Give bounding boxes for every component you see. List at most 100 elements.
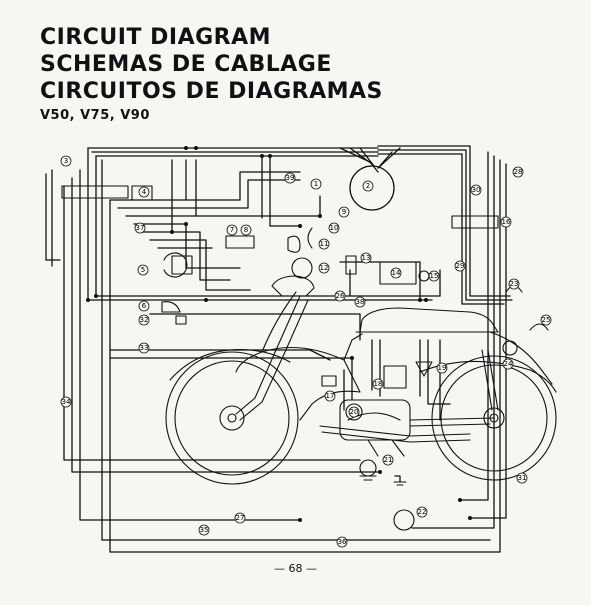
callout-21: 21 — [382, 454, 394, 466]
svg-text:32: 32 — [140, 316, 149, 324]
callout-31: 31 — [516, 472, 528, 484]
svg-text:8: 8 — [244, 226, 248, 234]
callout-13: 13 — [360, 252, 372, 264]
component-2-generator — [349, 165, 395, 211]
svg-text:4: 4 — [142, 188, 147, 196]
rear-body — [355, 331, 553, 385]
callout-36: 36 — [336, 536, 348, 548]
front-rim — [174, 360, 290, 476]
callout-27: 27 — [234, 512, 246, 524]
component-17-switch — [321, 375, 337, 387]
front-tire — [165, 351, 299, 485]
svg-text:3: 3 — [64, 157, 68, 165]
callout-22: 22 — [416, 506, 428, 518]
svg-text:24: 24 — [504, 360, 513, 368]
component-11-horn — [287, 235, 301, 253]
rear-fender — [419, 360, 557, 393]
callout-20: 20 — [348, 406, 360, 418]
callout-34: 34 — [60, 396, 72, 408]
svg-text:33: 33 — [140, 344, 149, 352]
front-fender — [169, 349, 291, 381]
callout-26: 26 — [334, 290, 346, 302]
seat — [359, 307, 499, 333]
svg-text:18: 18 — [374, 380, 383, 388]
exhaust-pipe — [319, 425, 471, 437]
svg-text:29: 29 — [456, 262, 465, 270]
svg-text:26: 26 — [336, 292, 345, 300]
svg-text:14: 14 — [392, 269, 401, 277]
callout-33: 33 — [138, 342, 150, 354]
component-19-diode — [415, 361, 433, 377]
callout-labels: 1 2 3 4 5 6 7 8 9 10 11 12 13 14 15 16 1… — [60, 155, 552, 548]
component-5-switch — [163, 252, 188, 278]
callout-23: 23 — [508, 278, 520, 290]
svg-text:1: 1 — [314, 180, 318, 188]
title-english: CIRCUIT DIAGRAM — [40, 25, 272, 50]
svg-text:6: 6 — [142, 302, 147, 310]
callout-32: 32 — [138, 314, 150, 326]
callout-9: 9 — [338, 206, 350, 218]
component-14-battery — [379, 261, 417, 285]
junction-dots — [86, 146, 472, 522]
svg-text:39: 39 — [286, 174, 295, 182]
callout-14: 14 — [390, 267, 402, 279]
svg-text:5: 5 — [141, 266, 145, 274]
page-number: — 68 — — [274, 562, 317, 575]
callout-12: 12 — [318, 262, 330, 274]
callout-7: 7 — [226, 224, 238, 236]
component-22-tail — [393, 509, 415, 531]
svg-text:9: 9 — [342, 208, 346, 216]
component-6-switch — [161, 301, 181, 313]
svg-text:19: 19 — [438, 364, 447, 372]
callout-18: 18 — [372, 378, 384, 390]
svg-text:30: 30 — [472, 186, 481, 194]
svg-text:12: 12 — [320, 264, 329, 272]
svg-text:13: 13 — [362, 254, 371, 262]
component-4-box — [131, 185, 153, 201]
callout-24: 24 — [502, 358, 514, 370]
component-3-switch-box — [61, 185, 129, 199]
component-21-switch — [359, 459, 377, 477]
component-7-8-connector — [225, 235, 255, 249]
callout-35: 35 — [198, 524, 210, 536]
callout-19: 19 — [436, 362, 448, 374]
svg-text:27: 27 — [236, 514, 245, 522]
swing-arm — [409, 417, 495, 421]
component-20-coil — [345, 403, 363, 421]
component-13-fuse — [345, 255, 357, 275]
callout-29: 29 — [454, 260, 466, 272]
title-french: SCHEMAS DE CABLAGE — [40, 52, 332, 77]
callout-6: 6 — [138, 300, 150, 312]
component-10-lamp — [307, 227, 313, 249]
model-list: V50, V75, V90 — [40, 108, 150, 123]
callout-2: 2 — [362, 180, 374, 192]
svg-text:35: 35 — [200, 526, 209, 534]
svg-text:25: 25 — [542, 316, 551, 324]
component-18-rectifier — [383, 365, 407, 389]
callout-3: 3 — [60, 155, 72, 167]
component-32-connector — [175, 315, 187, 325]
callout-38: 38 — [354, 296, 366, 308]
svg-text:34: 34 — [62, 398, 71, 406]
callout-4: 4 — [138, 186, 150, 198]
callout-28: 28 — [512, 166, 524, 178]
svg-text:7: 7 — [230, 226, 234, 234]
component-25-flasher — [529, 323, 549, 331]
callout-17: 17 — [324, 390, 336, 402]
callout-16: 16 — [500, 216, 512, 228]
svg-text:15: 15 — [430, 272, 439, 280]
component-24-lamp — [502, 340, 518, 356]
svg-text:37: 37 — [136, 224, 145, 232]
svg-text:21: 21 — [384, 456, 393, 464]
headlight-housing — [271, 275, 315, 297]
rear-shock — [481, 349, 493, 411]
callout-25: 25 — [540, 314, 552, 326]
motorcycle-outline — [165, 275, 557, 485]
callout-8: 8 — [240, 224, 252, 236]
front-fork — [235, 295, 301, 415]
svg-text:28: 28 — [514, 168, 523, 176]
callout-1: 1 — [310, 178, 322, 190]
component-12-headlamp — [291, 257, 313, 279]
callout-39: 39 — [284, 172, 296, 184]
